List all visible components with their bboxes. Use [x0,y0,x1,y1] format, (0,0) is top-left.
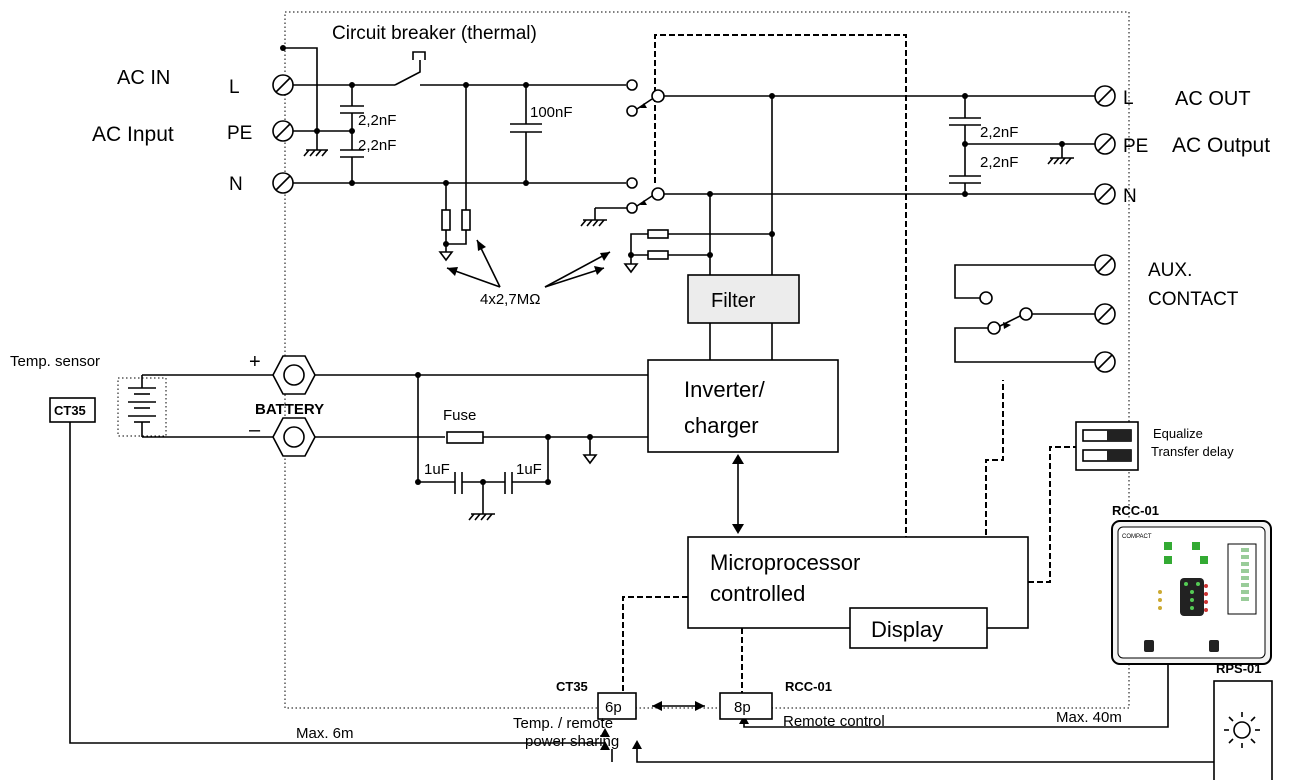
ac-in-label: AC IN [117,67,170,89]
cap-out-2-label: 2,2nF [980,154,1018,171]
minus-label: – [249,419,261,441]
cap-in-1-label: 2,2nF [358,112,396,129]
cap-100nf-label: 100nF [530,104,573,121]
transfer-delay-label: Transfer delay [1151,444,1234,459]
cap-out-1-label: 2,2nF [980,124,1018,141]
resistors-label: 4x2,7MΩ [480,291,540,308]
inverter-label-2: charger [684,413,759,438]
svg-text:COMPACT: COMPACT [1122,534,1152,540]
port-6p-label: 6p [605,699,622,716]
port-6p [597,692,637,720]
equalize-label: Equalize [1153,426,1203,441]
aux-contact-label-2: CONTACT [1148,289,1239,310]
micro-label-1: Microprocessor [710,550,860,575]
filter-label: Filter [711,290,756,312]
max-6m-label: Max. 6m [296,725,354,742]
inverter-label-1: Inverter/ [684,377,766,402]
fuse-label: Fuse [443,407,476,424]
out-pe-label: PE [1123,136,1148,157]
switch-control-line [1028,446,1076,583]
ct35-sensor [49,397,96,423]
out-l-label: L [1123,88,1134,109]
transfer-relay [580,79,1095,227]
ac-out-label: AC OUT [1175,88,1251,110]
cap-bat-1-label: 1uF [424,461,450,478]
out-n-label: N [1123,186,1137,207]
rcc01-remote-panel: COMPACT [1111,520,1272,665]
ac-input-label: AC Input [92,123,174,146]
breaker-contact [394,60,421,86]
in-l-label: L [229,77,240,98]
circuit-breaker-label: Circuit breaker (thermal) [332,23,537,44]
display-block [849,607,988,649]
rcc01-port-label: RCC-01 [785,679,832,694]
port-6p-desc-2: power sharing [525,733,619,750]
aux-contact-relay [954,254,1116,373]
ac-output-label: AC Output [1172,134,1270,157]
circuit-breaker [412,51,426,60]
plus-label: + [249,351,261,373]
filter-block [687,274,800,324]
ac-out-terminals [1094,85,1116,205]
port-8p-desc: Remote control [783,713,885,730]
battery-terminals [272,355,316,457]
cap-bat-2-label: 1uF [516,461,542,478]
battery-cells [128,374,273,438]
rcc01-panel-label: RCC-01 [1112,503,1159,518]
port-8p [719,692,773,720]
fuse [446,431,484,444]
temp-sensor-label: Temp. sensor [10,353,100,370]
in-n-label: N [229,174,243,195]
aux-relay-control-line [985,380,1004,544]
aux-contact-label-1: AUX. [1148,260,1192,281]
rps01-label: RPS-01 [1216,661,1262,676]
port-6p-desc-1: Temp. / remote [513,715,613,732]
max-40m-label: Max. 40m [1056,709,1122,726]
sun-icon [1224,712,1260,748]
display-label: Display [871,617,943,642]
dip-switches[interactable] [1075,421,1139,471]
in-pe-label: PE [227,123,252,144]
battery-label: BATTERY [255,401,324,418]
cap-in-2-label: 2,2nF [358,137,396,154]
rps01-box [1213,680,1273,780]
ct35-box-label: CT35 [54,403,86,418]
micro-label-2: controlled [710,581,805,606]
6p-control-line [622,596,688,693]
ct35-port-label: CT35 [556,679,588,694]
ac-in-terminals [272,74,294,194]
port-8p-label: 8p [734,699,751,716]
relay-control-line [654,34,907,544]
inverter-charger-block [647,359,839,453]
